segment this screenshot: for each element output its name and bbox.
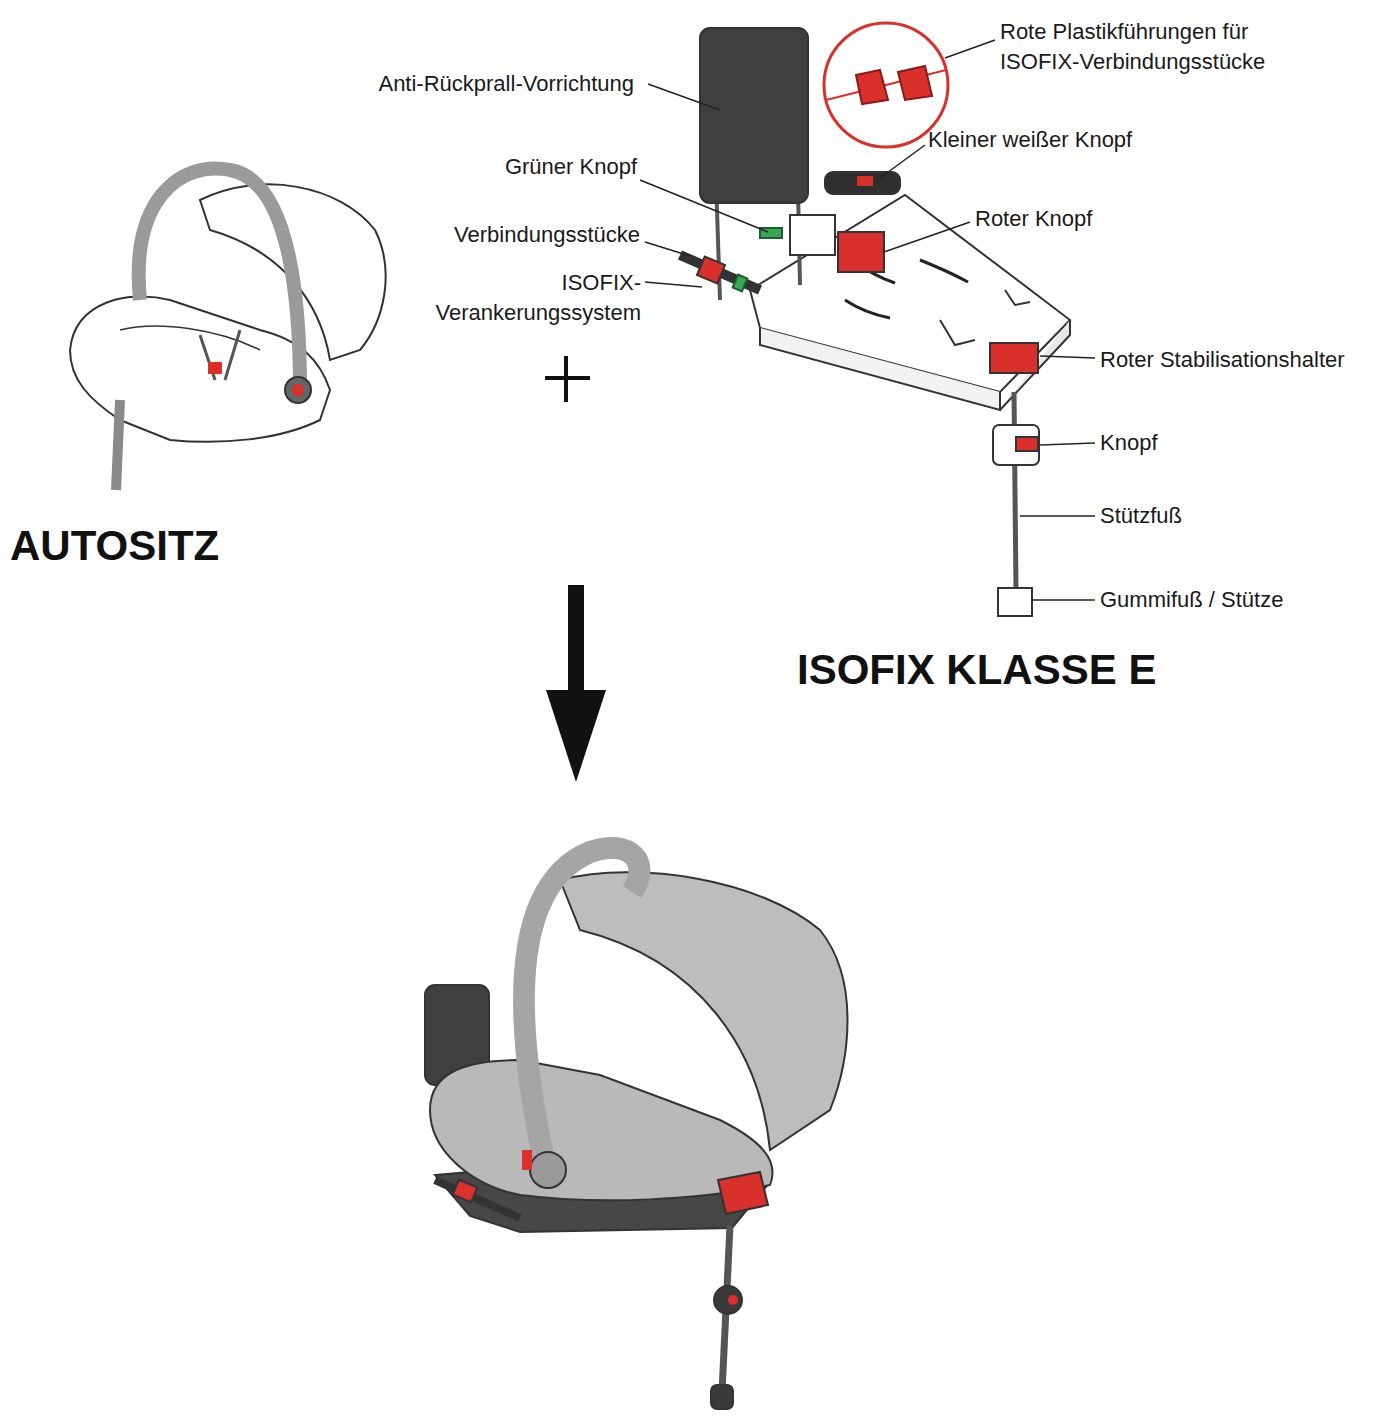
part-label: Rote Plastikführungen für ISOFIX-Verbind… [1000, 17, 1325, 77]
part-label: Grüner Knopf [337, 152, 637, 182]
part-label: ISOFIX- Verankerungssystem [396, 268, 641, 328]
part-label: Kleiner weißer Knopf [928, 125, 1228, 155]
leader-lines [640, 40, 1095, 600]
part-label: Roter Knopf [975, 204, 1235, 234]
section-heading: ISOFIX KLASSE E [797, 646, 1297, 694]
down-arrow [546, 585, 606, 782]
part-label: Knopf [1100, 428, 1300, 458]
isofix-base [680, 23, 1070, 616]
plus-symbol [545, 356, 590, 402]
car-seat [70, 169, 386, 490]
part-label: Anti-Rückprall-Vorrichtung [304, 69, 634, 99]
part-label: Verbindungsstücke [340, 220, 640, 250]
part-label: Gummifuß / Stütze [1100, 585, 1370, 615]
section-heading: AUTOSITZ [10, 522, 410, 570]
part-label: Roter Stabilisationshalter [1100, 345, 1384, 375]
part-label: Stützfuß [1100, 501, 1300, 531]
assembled-seat [425, 848, 848, 1409]
